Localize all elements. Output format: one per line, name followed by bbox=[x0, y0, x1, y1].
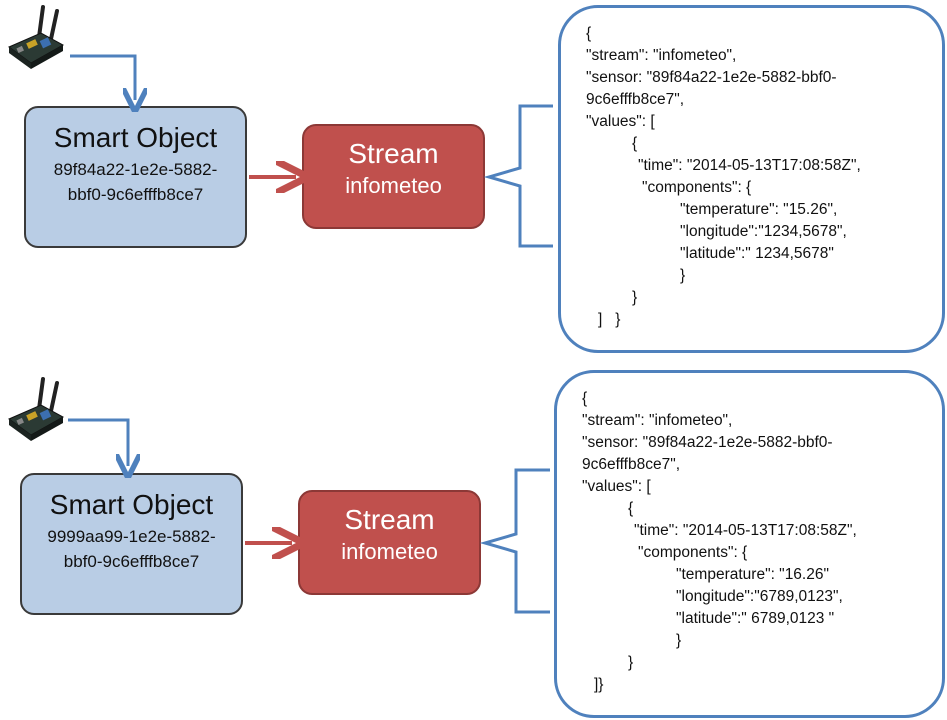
json-line: 9c6efffb8ce7", bbox=[586, 91, 685, 108]
json-payload-box bbox=[554, 370, 945, 718]
json-line: { bbox=[582, 390, 588, 407]
sensor-device-icon bbox=[8, 377, 65, 441]
stream-box: Stream infometeo bbox=[302, 124, 485, 229]
stream-title: Stream bbox=[348, 138, 439, 169]
json-line: "time": "2014-05-13T17:08:58Z", bbox=[638, 157, 861, 174]
json-line: } bbox=[628, 654, 634, 671]
json-line: "components": { bbox=[638, 544, 748, 561]
stream-title: Stream bbox=[344, 504, 435, 535]
smart-object-id-line-2: bbf0-9c6efffb8ce7 bbox=[63, 552, 200, 571]
device-to-smart-object-connector bbox=[70, 54, 135, 100]
json-line: ]} bbox=[594, 676, 604, 693]
smart-object-id-line-2: bbf0-9c6efffb8ce7 bbox=[67, 185, 204, 204]
json-brace bbox=[483, 104, 553, 248]
json-brace bbox=[479, 468, 550, 614]
json-line: "longitude":"1234,5678", bbox=[680, 223, 847, 240]
json-line: "stream": "infometeo", bbox=[586, 47, 737, 64]
json-line: "latitude":" 6789,0123 " bbox=[676, 610, 835, 627]
json-payload-box bbox=[558, 5, 945, 353]
json-line: { bbox=[632, 135, 638, 152]
json-line: "temperature": "15.26", bbox=[680, 201, 838, 218]
json-line: "sensor: "89f84a22-1e2e-5882-bbf0- bbox=[586, 69, 837, 86]
sensor-device-icon bbox=[8, 5, 65, 69]
json-line: "values": [ bbox=[586, 113, 655, 130]
json-line: "stream": "infometeo", bbox=[582, 412, 733, 429]
json-line: } bbox=[676, 632, 682, 649]
smart-object-id-line-1: 9999aa99-1e2e-5882- bbox=[47, 527, 216, 546]
json-line: { bbox=[628, 500, 634, 517]
stream-name: infometeo bbox=[345, 173, 442, 198]
json-line: "time": "2014-05-13T17:08:58Z", bbox=[634, 522, 857, 539]
smart-object-id-line-1: 89f84a22-1e2e-5882- bbox=[53, 160, 218, 179]
json-line: } bbox=[680, 267, 686, 284]
json-line: "latitude":" 1234,5678" bbox=[680, 245, 834, 262]
smart-object-title: Smart Object bbox=[49, 489, 214, 520]
json-line: { bbox=[586, 25, 592, 42]
json-line: ] } bbox=[598, 311, 621, 328]
device-to-smart-object-connector bbox=[68, 418, 128, 466]
json-line: "values": [ bbox=[582, 478, 651, 495]
stream-name: infometeo bbox=[341, 539, 438, 564]
json-line: "temperature": "16.26" bbox=[676, 566, 829, 583]
json-line: "sensor: "89f84a22-1e2e-5882-bbf0- bbox=[582, 434, 833, 451]
stream-box: Stream infometeo bbox=[298, 490, 481, 595]
json-line: } bbox=[632, 289, 638, 306]
json-line: "longitude":"6789,0123", bbox=[676, 588, 843, 605]
smart-object-title: Smart Object bbox=[53, 122, 218, 153]
json-line: "components": { bbox=[642, 179, 752, 196]
smart-object-box: Smart Object 9999aa99-1e2e-5882- bbf0-9c… bbox=[20, 473, 243, 615]
json-line: 9c6efffb8ce7", bbox=[582, 456, 681, 473]
